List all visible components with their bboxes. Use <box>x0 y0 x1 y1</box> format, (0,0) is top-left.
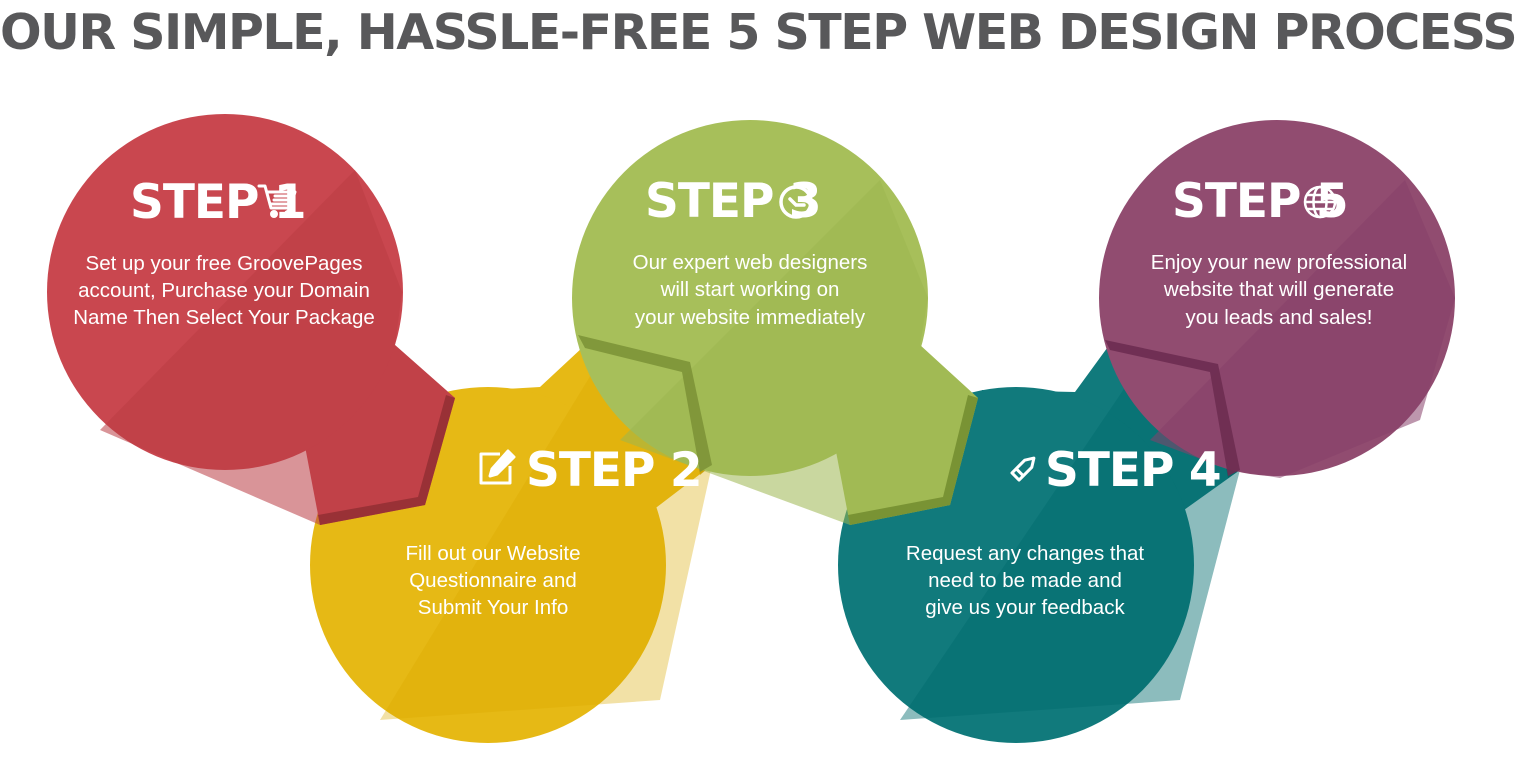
step-5-shape <box>1099 120 1455 478</box>
step-1-shape <box>47 114 455 525</box>
step-5-line-2: website that will generate <box>1163 278 1394 301</box>
step-3-shape <box>572 120 978 525</box>
cart-icon <box>257 184 297 218</box>
step-1-content: STEP 1 Set up your free GroovePages acco… <box>73 175 375 329</box>
step-4-line-1: Request any changes that <box>906 542 1144 565</box>
step-4-line-3: give us your feedback <box>925 596 1125 619</box>
step-1-line-1: Set up your free GroovePages <box>86 252 363 275</box>
page-title: OUR SIMPLE, HASSLE-FREE 5 STEP WEB DESIG… <box>0 4 1516 61</box>
step-5-line-3: you leads and sales! <box>1186 306 1373 329</box>
step-3-line-1: Our expert web designers <box>633 251 868 274</box>
step-3-line-2: will start working on <box>660 278 840 301</box>
step-4-line-2: need to be made and <box>928 569 1122 592</box>
step-1-line-2: account, Purchase your Domain <box>78 279 370 302</box>
step-2-line-3: Submit Your Info <box>418 596 568 619</box>
clock-icon <box>779 185 813 219</box>
step-4-label: STEP 4 <box>1045 443 1221 498</box>
step-5-content: STEP 5 Enjoy your new professional websi… <box>1151 174 1407 329</box>
step-5-line-1: Enjoy your new professional <box>1151 251 1407 274</box>
step-4-content: STEP 4 Request any changes that need to … <box>906 443 1222 619</box>
step-2-content: STEP 2 Fill out our Website Questionnair… <box>405 443 702 619</box>
pen-icon <box>1010 456 1036 482</box>
step-2-line-1: Fill out our Website <box>405 542 580 565</box>
step-3-content: STEP 3 Our expert web designers will sta… <box>633 174 868 329</box>
globe-icon <box>1303 185 1337 219</box>
step-2-line-2: Questionnaire and <box>409 569 577 592</box>
step-1-line-3: Name Then Select Your Package <box>73 306 375 329</box>
step-3-line-3: your website immediately <box>635 306 866 329</box>
edit-icon <box>479 449 516 485</box>
step-2-label: STEP 2 <box>526 443 702 498</box>
